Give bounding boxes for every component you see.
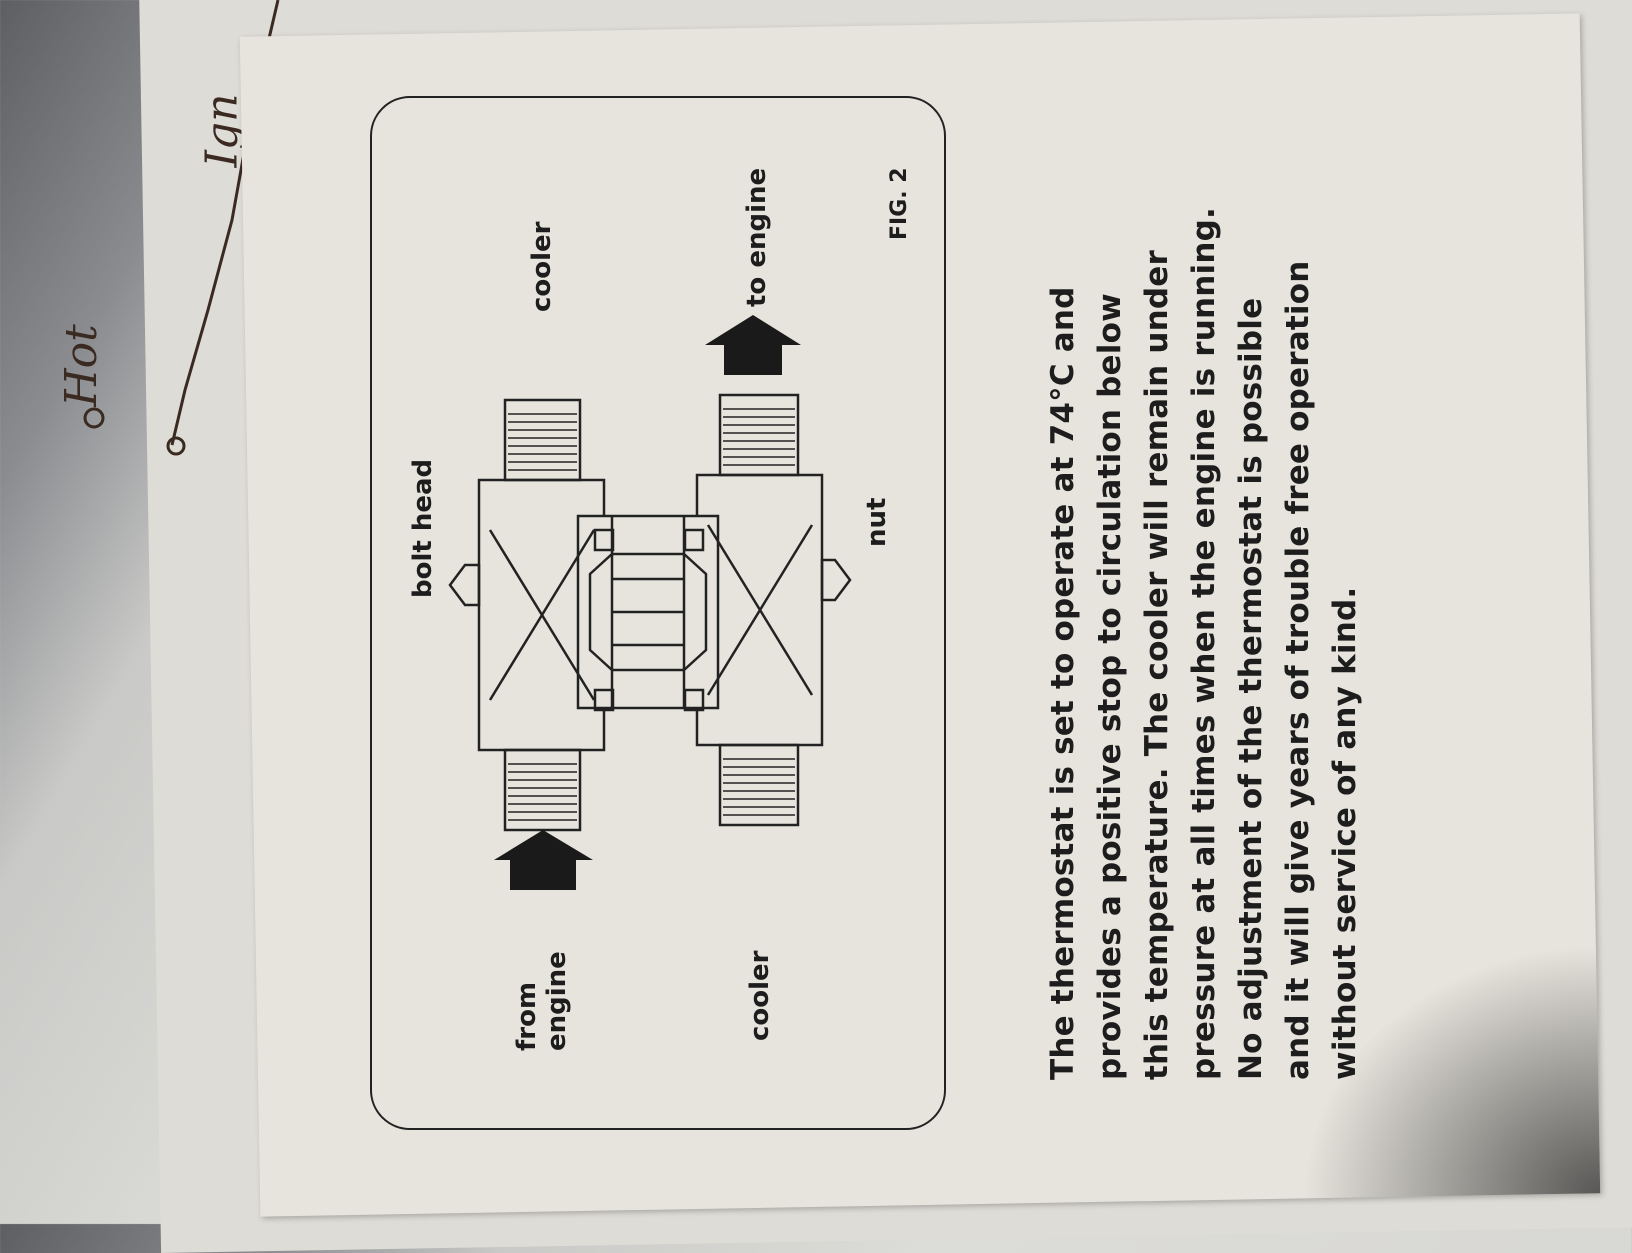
handwritten-hot-label: Hot [55,324,107,407]
bolt-head-shape [448,563,481,607]
label-cooler-left: cooler [745,950,775,1041]
paragraph-line: No adjustment of the thermostat is possi… [1233,297,1269,1080]
label-bolt-head: bolt head [408,458,438,598]
label-engine: engine [542,951,572,1051]
paragraph-line: this temperature. The cooler will remain… [1139,249,1175,1080]
figure-caption: FIG. 2 [887,167,912,240]
label-from: from [512,981,542,1051]
thermostat-description: The thermostat is set to operate at 74°C… [1040,180,1369,1080]
paragraph-line: The thermostat is set to operate at 74°C… [1045,286,1081,1080]
label-nut: nut [862,497,892,547]
from-engine-arrow-icon [494,830,593,890]
to-engine-arrow-icon [705,315,801,375]
label-to-engine: to engine [742,167,772,307]
paragraph-line: and it will give years of trouble free o… [1280,260,1316,1080]
paragraph-line: provides a positive stop to circulation … [1092,293,1128,1080]
nut-shape [820,558,852,602]
label-cooler-right: cooler [527,221,557,312]
handwritten-ign-label: Ign [196,93,248,168]
thermostat-diagram [448,315,852,890]
paragraph-line: without service of any kind. [1327,586,1363,1080]
label-from-engine: from engine [512,951,572,1051]
card-content-rotated: from engine cooler bolt head cooler to e… [250,30,1540,1150]
paragraph-line: pressure at all times when the engine is… [1186,206,1222,1080]
